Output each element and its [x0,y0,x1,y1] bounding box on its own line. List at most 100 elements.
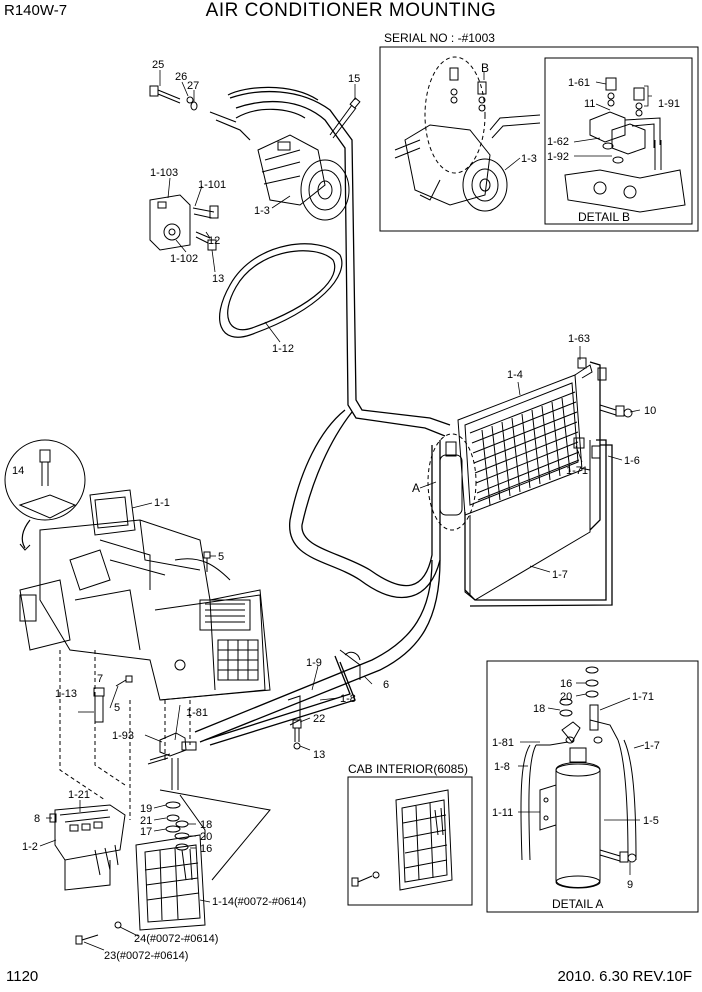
callout: 15 [348,73,360,85]
callout: 1-3 [521,153,537,165]
callout: 5 [114,702,120,714]
fan-belt [219,243,343,338]
detail-a-caption: DETAIL A [552,897,603,911]
callout: 1-8 [340,693,356,705]
callout: 18 [200,819,212,831]
callout: 17 [140,826,152,838]
callout: 1-92 [547,151,569,163]
bolt-10 [599,404,633,418]
callout: 12 [208,235,220,247]
detail-b-caption: DETAIL B [578,210,630,224]
callout: 13 [313,749,325,761]
bolt-22 [292,719,302,750]
callout: 26 [175,71,187,83]
cab-interior-grille [351,789,453,891]
callout: 1-91 [658,98,680,110]
callout: 27 [187,80,199,92]
compressor [257,134,350,221]
detail-a-frame [486,660,699,913]
callout: 18 [533,703,545,715]
callout: 1-3 [254,205,270,217]
compressor-bracket [149,194,219,251]
callout: 1-103 [150,167,178,179]
callout: 1-9 [306,657,322,669]
callout: 1-13 [55,688,77,700]
screw-5-top [203,551,211,572]
receiver-drier-view-a [427,433,477,531]
callout: 8 [34,813,40,825]
page-number: 1120 [6,968,39,985]
bolt-25 [149,85,198,111]
fitting-1-63 [577,357,607,381]
callout: 1-81 [492,737,514,749]
callout: 1-93 [112,730,134,742]
callout: 1-6 [624,455,640,467]
callout: 1-7 [644,740,660,752]
detail-a-drier [520,666,637,889]
expansion-valve-fittings [147,732,197,790]
revision-date: 2010. 6.30 REV.10F [557,968,692,985]
screw-5-bottom [115,675,133,687]
hose-bracket [287,649,361,726]
callout: 24(#0072-#0614) [134,933,218,945]
callout: 1-21 [68,789,90,801]
callout: 1-2 [22,841,38,853]
cab-interior-frame [347,776,473,906]
callout: 1-102 [170,253,198,265]
screw-24-23 [75,921,122,945]
serial-caption: SERIAL NO : -#1003 [384,31,495,45]
callout: 6 [383,679,389,691]
callout: 1-61 [568,77,590,89]
detail-b-fittings [564,77,686,213]
callout: 25 [152,59,164,71]
cab-interior-caption: CAB INTERIOR(6085) [348,762,468,776]
callout: 1-71 [566,465,588,477]
callout: 1-4 [507,369,523,381]
callout: 1-12 [272,343,294,355]
callout: 1-101 [198,179,226,191]
callout: 10 [644,405,656,417]
callout: 1-1 [154,497,170,509]
callout: 1-8 [494,761,510,773]
fitting-1-71 [573,437,601,459]
callout: 19 [140,803,152,815]
refrigerant-hoses [194,90,613,746]
callout: 13 [212,273,224,285]
callout: 1-81 [186,707,208,719]
callout: 16 [560,678,572,690]
inset-captions: SERIAL NO : -#1003 DETAIL B DETAIL A CAB… [348,31,630,911]
page-title: AIR CONDITIONER MOUNTING [205,0,497,21]
callout: 14 [12,465,24,477]
callout: 7 [97,673,103,685]
callout: 20 [560,691,572,703]
part-callouts: 25 26 27 15 1-103 1-101 1-3 12 1-102 13 … [12,59,680,962]
callout: 11 [584,98,595,110]
view-marker-b: B [481,61,489,75]
condenser-stand [464,440,591,601]
callout: 20 [200,831,212,843]
o-ring-set-left [159,789,271,881]
control-panel [49,804,126,891]
callout: 1-7 [552,569,568,581]
bolt-14-inset [4,439,86,551]
callout: 1-63 [568,333,590,345]
callout: 1-11 [492,807,513,819]
serial-inset-frame [379,46,699,232]
callout: 5 [218,551,224,563]
callout: 16 [200,843,212,855]
callout: 1-14(#0072-#0614) [212,896,306,908]
model-name: R140W-7 [4,2,68,19]
callout: 22 [313,713,325,725]
vent-grille-left [135,834,206,931]
leader-lines [39,70,652,951]
callout: 1-71 [632,691,654,703]
callout: 1-62 [547,136,569,148]
hvac-unit [19,489,271,701]
callout: 21 [140,815,152,827]
callout: 23(#0072-#0614) [104,950,188,962]
detail-b-frame [544,57,693,225]
callout: 9 [627,879,633,891]
serial-inset-compressor [394,56,541,212]
bolt-15 [329,97,361,139]
